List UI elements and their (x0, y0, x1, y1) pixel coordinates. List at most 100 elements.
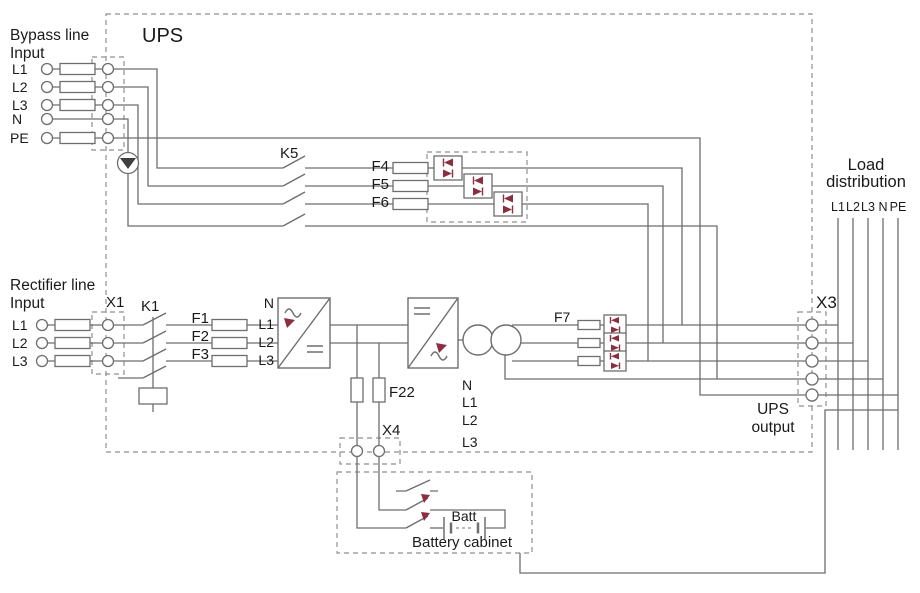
bypass-in-terminal-l2 (40, 80, 54, 94)
x1-terminal-l3 (101, 354, 115, 368)
fuse-f7-l1 (577, 319, 601, 331)
thyristor-icon (611, 317, 619, 324)
dc-symbol (307, 345, 323, 353)
k5-blade-l3 (282, 191, 306, 205)
k1-label: K1 (141, 298, 159, 315)
bypass-block-terminal-pe (101, 131, 115, 145)
bypass-block-terminal-n (101, 112, 115, 126)
output-transformer (462, 324, 522, 356)
k1-blade-aux (142, 365, 167, 379)
k5-blade-l1 (282, 155, 306, 169)
thyristor-icon (611, 362, 619, 369)
x1-label: X1 (106, 294, 124, 311)
wire-pe-bus (114, 137, 806, 396)
inverter-arrow-icon (436, 343, 447, 353)
f22-label: F22 (389, 384, 415, 401)
converter-diagonal (407, 297, 459, 369)
rect-term-l1: L1 (258, 316, 274, 332)
rect-term-l2: L2 (258, 334, 274, 350)
bypass-line-label-l3: L3 (12, 97, 28, 113)
rectifier-block (277, 297, 331, 369)
f7-label: F7 (554, 309, 571, 325)
k1-blade-l2 (142, 330, 167, 344)
x4-label: X4 (382, 422, 400, 439)
bypass-in-terminal-n (40, 112, 54, 126)
bypass-fuse-l3 (59, 98, 96, 112)
thyristor-icon (474, 176, 483, 185)
rect-in-terminal-l2 (35, 336, 49, 350)
f6-label: F6 (371, 194, 389, 211)
thyristor-icon (611, 335, 619, 342)
converter-diagonal (277, 297, 331, 369)
k1-blade-l1 (142, 312, 167, 326)
thyristor-pair-box-f7-3 (603, 350, 627, 372)
bypass-line-label-l2: L2 (12, 79, 28, 95)
thyristor-icon (503, 205, 512, 214)
thyristor-icon (611, 344, 619, 351)
thyristor-icon (443, 169, 452, 178)
rect-in-fuse-l3 (54, 354, 91, 368)
k1-coil (138, 387, 168, 405)
ups-output-line1: UPS (757, 401, 789, 418)
rect-title-line2: Input (10, 295, 45, 312)
wire-battery-pe-return (519, 409, 898, 574)
k1-blade-l3 (142, 348, 167, 362)
inverter-block (407, 297, 459, 369)
rect-line-label-l2: L2 (12, 335, 28, 351)
bypass-line-label-l1: L1 (12, 61, 28, 77)
output-thyristors (603, 314, 627, 372)
battery-symbol (443, 517, 486, 539)
x1-terminal-l2 (101, 336, 115, 350)
breaker-trip-arrow-pos (421, 494, 430, 503)
x3-terminal-n (805, 372, 819, 386)
bypass-in-terminal-pe (40, 131, 54, 145)
static-bypass-thyristors (433, 155, 523, 217)
load-term-l1: L1 (831, 200, 845, 214)
wire-bypass-n-out (305, 225, 718, 379)
ups-output-line2: output (751, 419, 795, 436)
fuse-f4 (392, 161, 429, 175)
f3-label: F3 (191, 346, 209, 363)
bypass-in-terminal-l1 (40, 62, 54, 76)
fuse-f7-l3 (577, 355, 601, 367)
thyristor-pair-box-2 (463, 173, 493, 199)
battery-switch-blade (405, 479, 431, 492)
transformer-winding-1 (462, 324, 494, 356)
thyristor-pair-box-1 (433, 155, 463, 181)
bypass-title-line2: Input (10, 45, 45, 62)
ups-title: UPS (142, 25, 183, 47)
thyristor-icon (444, 158, 453, 167)
load-title-line2: distribution (826, 173, 906, 191)
inv-out-term-n: N (462, 377, 472, 393)
inv-out-term-l2: L2 (462, 412, 478, 428)
x1-terminal-l1 (101, 318, 115, 332)
k5-label: K5 (280, 145, 298, 162)
thyristor-icon (504, 194, 513, 203)
rectifier-arrow-icon (284, 318, 295, 328)
bypass-fuse-l1 (59, 62, 96, 76)
wire-bypass-l1-out (305, 167, 683, 325)
rect-term-n: N (264, 295, 274, 311)
bypass-block-terminal-l1 (101, 62, 115, 76)
bypass-line-label-n: N (12, 111, 22, 127)
f1-label: F1 (191, 310, 209, 327)
fuse-f22-left (350, 377, 364, 403)
flow-direction-indicator (116, 151, 140, 175)
f2-label: F2 (191, 328, 209, 345)
wire-bypass-l2 (114, 86, 283, 187)
bypass-fuse-l2 (59, 80, 96, 94)
rect-in-fuse-l2 (54, 336, 91, 350)
fuse-f2 (211, 336, 248, 350)
switch-blades (142, 155, 431, 529)
wire-bypass-n (114, 118, 129, 153)
down-arrow-icon (120, 158, 136, 169)
thyristor-icon (611, 326, 619, 333)
enclosures (91, 13, 827, 554)
x3-terminal-l3 (805, 354, 819, 368)
wire-batt-pos2 (430, 509, 506, 529)
fuse-f6 (392, 197, 429, 211)
fuse-f22-right (372, 377, 386, 403)
battery-cabinet-label: Battery cabinet (412, 534, 513, 551)
bypass-in-terminal-l3 (40, 98, 54, 112)
